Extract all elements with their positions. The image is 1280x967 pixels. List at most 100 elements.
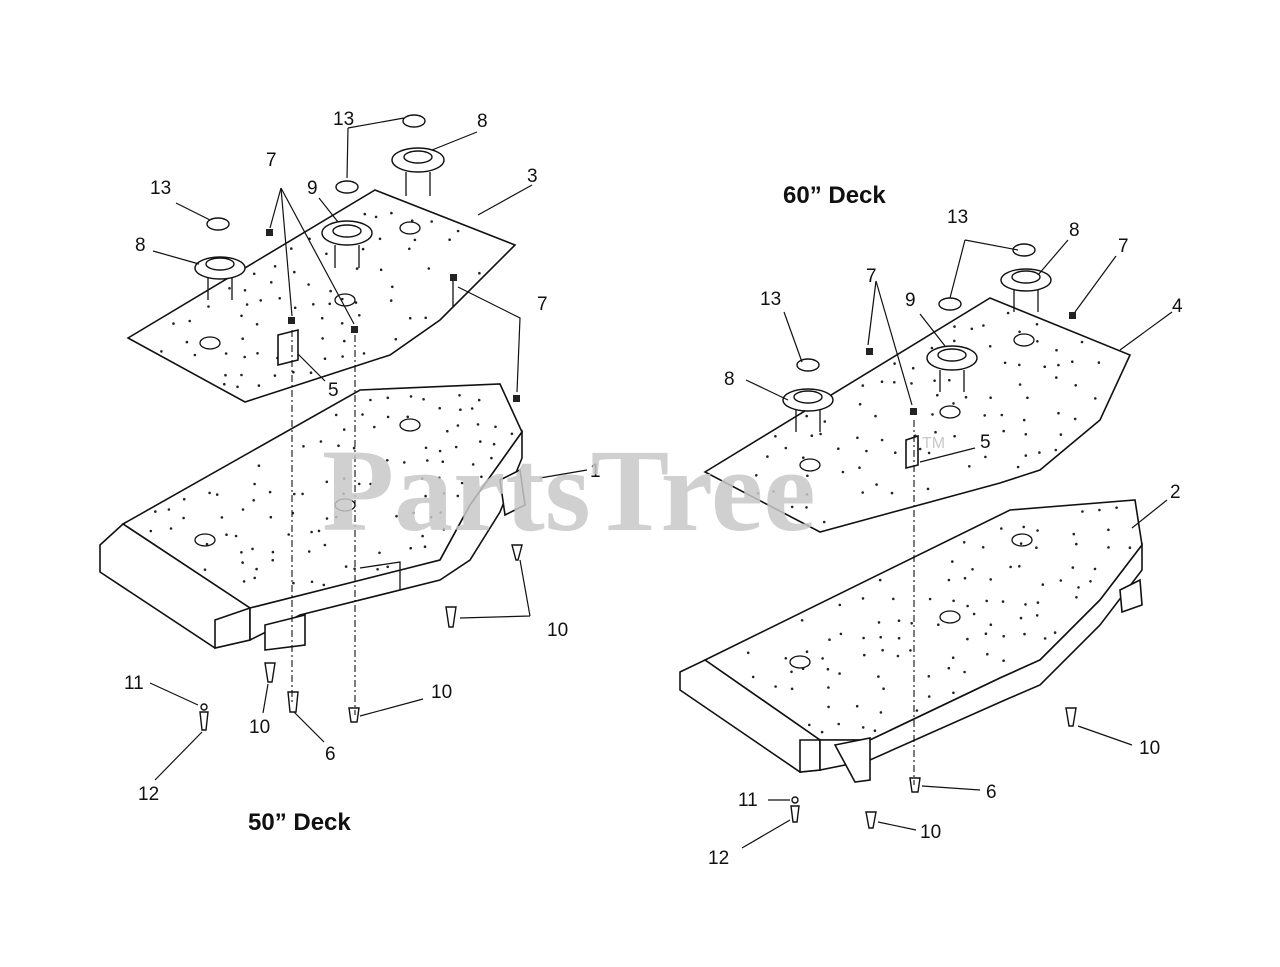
deck-hole [1055,348,1058,352]
bolts-60[interactable] [790,312,1077,829]
deck-hole [448,238,451,241]
spindle-caps-50[interactable] [206,114,426,231]
deck-hole [873,729,877,732]
deck-hole [446,429,449,433]
callout-13: 13 [150,178,171,199]
deck-hole [205,542,209,546]
spindle-pulley-center-50[interactable] [321,220,373,268]
deck-hole [878,578,882,582]
deck-hole [406,415,410,419]
deck-hole [438,449,442,453]
deck-hole [984,632,988,635]
deck-hole [837,722,840,726]
spindle-pulley-left-60[interactable] [782,388,834,432]
deck-hole [1038,451,1041,454]
deck-hole [234,534,238,538]
deck-shell-60[interactable] [679,499,1143,783]
deck-hole [510,432,514,436]
deck-hole [1081,510,1084,513]
deck-hole [755,474,758,477]
deck-top-plate-60[interactable] [703,297,1132,533]
deck-hole [962,541,966,544]
callout-7: 7 [1118,236,1129,257]
deck-hole [369,398,372,402]
spindle-pulley-right-50[interactable] [391,147,445,196]
deck-hole [476,423,480,426]
callout-6: 6 [325,744,336,765]
deck-hole [1036,529,1039,532]
deck-hole [790,687,794,691]
deck-hole [1057,363,1060,367]
deck-hole [182,516,185,520]
deck-hole [947,666,951,670]
watermark-text: PartsTree [322,425,816,556]
deck-hole [805,650,809,653]
deck-hole [423,545,427,548]
deck-hole [343,339,346,343]
deck-hole [953,339,956,343]
deck-hole [490,456,493,460]
parts-tree-watermark: PartsTree TM [322,425,945,556]
deck-hole [361,247,365,251]
deck-hole [317,529,321,533]
deck-hole [429,515,433,519]
deck-hole [879,711,883,714]
deck-top-plate-50[interactable] [126,189,517,403]
deck-hole [936,393,939,397]
deck-hole [930,346,934,350]
deck-hole [441,460,445,464]
deck-hole [927,451,931,455]
deck-hole [1001,600,1005,603]
callout-8: 8 [1069,220,1080,241]
deck-hole [341,297,344,301]
deck-hole [215,493,219,496]
deck-hole [910,382,913,385]
deck-hole [273,265,277,268]
deck-hole [362,352,366,355]
deck-hole [361,413,364,416]
deck-hole [1059,433,1063,436]
deck-hole [379,268,383,272]
spindle-pulley-center-60[interactable] [926,345,978,392]
deck-hole [951,560,954,563]
bolts-50[interactable] [199,229,523,731]
deck-hole [374,215,378,219]
deck-hole [756,492,760,495]
deck-hole [460,481,464,485]
callout-10: 10 [249,717,270,738]
deck-hole [357,482,361,486]
spindle-caps-60[interactable] [796,243,1036,372]
deck-hole [257,384,261,387]
spindle-pulley-left-50[interactable] [194,256,246,300]
deck-hole [894,451,897,455]
deck-hole [823,420,827,423]
deck-hole [1022,525,1025,529]
deck-hole [154,510,157,513]
deck-hole [1009,565,1012,569]
deck-hole [1026,396,1029,400]
deck-hole [373,425,376,429]
deck-hole [185,340,189,344]
deck-hole [989,623,993,626]
deck-hole [386,565,390,569]
deck-hole [376,568,379,571]
deck-hole [877,675,880,678]
deck-hole [287,533,291,536]
callout-1: 1 [590,461,601,482]
deck-hole [390,211,393,215]
deck-hole [1043,637,1047,640]
callout-10: 10 [547,620,568,641]
deck-hole [456,424,460,427]
deck-hole [1073,417,1077,421]
deck-hole [408,247,411,251]
deck-hole [766,455,769,458]
deck-hole [312,303,315,306]
deck-hole [424,316,428,320]
deck-hole [225,533,228,536]
deck-hole [442,528,446,531]
deck-hole [253,576,256,580]
deck-hole [241,561,244,564]
deck-hole [337,444,340,448]
deck-shell-50[interactable] [99,383,526,651]
